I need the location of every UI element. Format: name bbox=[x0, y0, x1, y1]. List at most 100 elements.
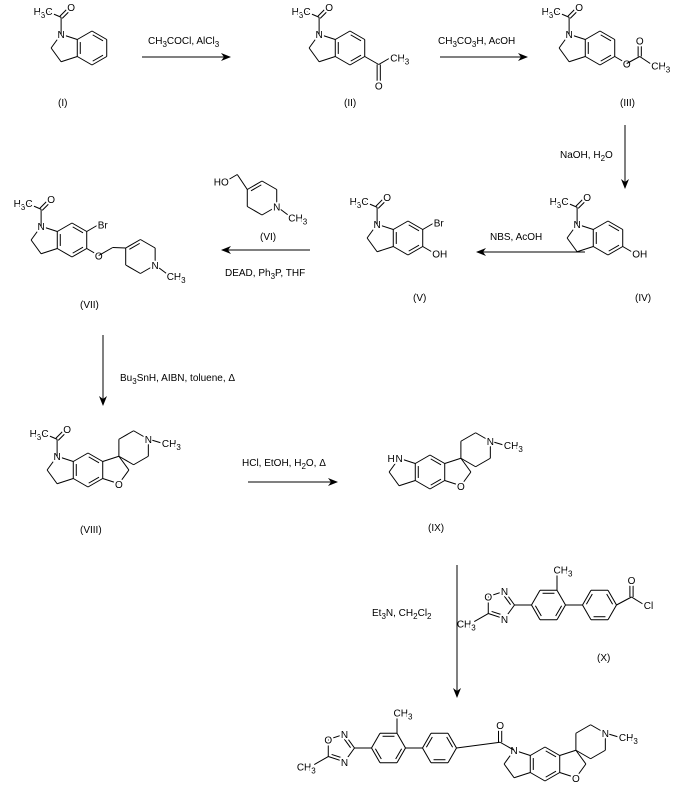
reagent-step2: CH3CO3H, AcOH bbox=[438, 36, 515, 49]
bond bbox=[77, 56, 93, 66]
bromine-label: Br bbox=[98, 221, 109, 232]
bond bbox=[87, 478, 103, 488]
bond bbox=[56, 478, 74, 485]
bond bbox=[607, 590, 617, 606]
reagent-step3: NaOH, H2O bbox=[560, 150, 613, 163]
nitrogen-label: N bbox=[510, 746, 517, 757]
bond bbox=[544, 772, 560, 782]
bond bbox=[556, 590, 566, 606]
bond bbox=[460, 471, 472, 487]
double-bond bbox=[350, 34, 362, 42]
double-bond bbox=[129, 242, 140, 250]
bond bbox=[429, 480, 445, 490]
oxygen-label: O bbox=[324, 735, 332, 746]
bond bbox=[125, 264, 141, 274]
bond bbox=[499, 741, 515, 751]
methyl-label: CH3 bbox=[394, 708, 413, 721]
bond bbox=[575, 749, 587, 765]
bond bbox=[559, 772, 577, 779]
bond bbox=[456, 741, 501, 749]
methyl-label: CH3 bbox=[619, 733, 638, 746]
nitrogen-label: N bbox=[315, 30, 322, 41]
bond bbox=[504, 590, 515, 606]
double-bond bbox=[555, 605, 563, 617]
bond bbox=[158, 267, 168, 275]
methyl-label: H3C bbox=[350, 197, 369, 210]
hydroxyl-label: OH bbox=[632, 250, 647, 261]
bond bbox=[364, 56, 379, 65]
nitrogen-label: N bbox=[487, 437, 494, 448]
nitrogen-label: N bbox=[573, 220, 580, 231]
oxygen-label: O bbox=[375, 82, 383, 93]
bond bbox=[626, 56, 640, 64]
bond bbox=[559, 749, 577, 756]
bond bbox=[614, 56, 627, 64]
bond bbox=[304, 10, 320, 18]
bond bbox=[318, 33, 336, 40]
double-bond bbox=[430, 458, 442, 466]
double-bond bbox=[319, 8, 331, 19]
bond bbox=[504, 604, 515, 620]
bond bbox=[544, 746, 560, 756]
bond bbox=[429, 454, 445, 464]
double-bond bbox=[600, 54, 612, 62]
bond bbox=[396, 747, 406, 763]
bond bbox=[576, 246, 594, 253]
double-bond bbox=[41, 200, 53, 211]
bond bbox=[318, 56, 336, 63]
double-bond bbox=[61, 8, 73, 19]
methyl-label: H3C bbox=[292, 7, 311, 20]
bond bbox=[575, 763, 587, 779]
nitrogen-label: N bbox=[501, 587, 508, 598]
bond bbox=[568, 56, 586, 63]
double-bond bbox=[585, 593, 593, 605]
double-bond bbox=[39, 197, 51, 209]
bond bbox=[460, 432, 476, 442]
double-bond bbox=[545, 750, 557, 758]
oxygen-label: O bbox=[115, 480, 123, 491]
bromine-label: Br bbox=[434, 219, 445, 230]
bond bbox=[447, 747, 457, 763]
bond bbox=[562, 200, 578, 208]
bond bbox=[590, 724, 606, 734]
nitrogen-label: N bbox=[373, 220, 380, 231]
bond bbox=[91, 56, 107, 66]
bond bbox=[247, 206, 263, 216]
bond bbox=[444, 457, 462, 464]
compound-label-IV: (IV) bbox=[635, 293, 651, 304]
hydroxyl-label: HO bbox=[214, 178, 229, 189]
bond bbox=[344, 733, 355, 749]
bond bbox=[575, 749, 591, 760]
methyl-label: H3C bbox=[34, 7, 53, 20]
bond bbox=[87, 452, 103, 462]
bond bbox=[50, 33, 62, 49]
bond bbox=[335, 56, 351, 66]
double-bond bbox=[608, 244, 620, 252]
bond bbox=[513, 772, 531, 779]
methyl-label: CH3 bbox=[288, 214, 307, 227]
bond bbox=[582, 590, 592, 606]
bond bbox=[388, 457, 400, 473]
compound-label-VII: (VII) bbox=[80, 300, 99, 311]
bond bbox=[566, 223, 578, 239]
oxygen-label: O bbox=[636, 37, 644, 48]
double-bond bbox=[567, 5, 579, 17]
oxygen-label: O bbox=[47, 195, 55, 206]
bond bbox=[118, 455, 134, 466]
reagent-step6: Bu3SnH, AIBN, toluene, Δ bbox=[120, 373, 235, 386]
bond bbox=[576, 223, 594, 230]
bond bbox=[422, 747, 432, 763]
bond bbox=[388, 471, 400, 487]
bond bbox=[140, 239, 156, 249]
double-bond bbox=[59, 5, 71, 17]
bond bbox=[599, 56, 615, 66]
bond bbox=[349, 56, 365, 66]
bond bbox=[422, 222, 435, 230]
bond bbox=[236, 174, 248, 190]
oxygen-label: O bbox=[383, 193, 391, 204]
